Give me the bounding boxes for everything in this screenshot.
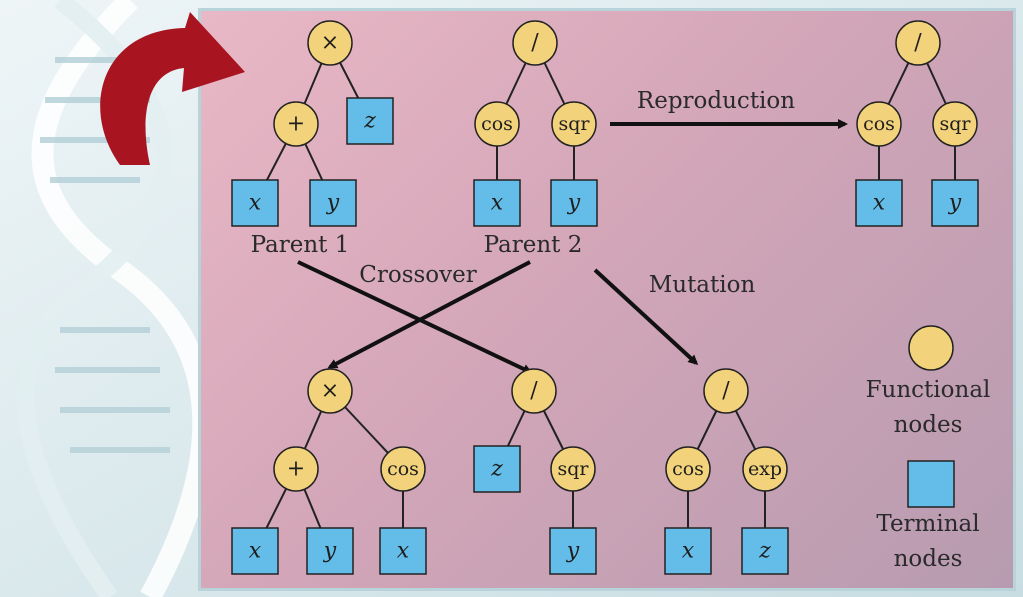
dna-rungs (40, 57, 170, 453)
p1-left-label: + (287, 112, 305, 137)
legend-terminal-label-2: nodes (894, 546, 963, 572)
co1-right-child-label: x (397, 539, 410, 564)
rep-left-child-label: x (873, 191, 886, 216)
legend-functional-label-1: Functional (866, 377, 991, 403)
p2-left-child-label: x (491, 191, 504, 216)
co1-left-left-label: x (249, 539, 262, 564)
rep-right-label: sqr (940, 113, 972, 135)
p1-right-label: z (363, 109, 376, 134)
operation-arrows (297, 119, 848, 374)
rep-root-label: / (914, 31, 922, 56)
mut-left-child-label: x (682, 539, 695, 564)
co1-left-right-label: y (323, 539, 337, 564)
legend-terminal-label-1: Terminal (876, 511, 979, 537)
co1-left-label: + (287, 457, 305, 482)
parent2-label: Parent 2 (484, 232, 583, 258)
p1-left-left-label: x (249, 191, 262, 216)
co1-root-label: × (321, 379, 339, 404)
crossover-label: Crossover (359, 262, 477, 288)
mut-right-label: exp (748, 458, 782, 480)
p1-left-right-label: y (326, 191, 340, 216)
legend-functional-circle (908, 325, 954, 371)
p2-left-label: cos (481, 113, 513, 135)
p2-right-label: sqr (559, 113, 591, 135)
terminal-node-shapes (231, 97, 979, 575)
mutation-arrow (593, 268, 699, 366)
legend-functional-label-2: nodes (894, 412, 963, 438)
rep-right-child-label: y (948, 191, 962, 216)
legend-terminal-square (907, 460, 955, 508)
mut-right-child-label: z (758, 539, 771, 564)
reproduction-label: Reproduction (637, 88, 795, 114)
co2-left-label: z (490, 457, 503, 482)
rep-left-label: cos (863, 113, 895, 135)
crossover-arrow-a (297, 260, 533, 374)
dna-curved-arrow (100, 12, 245, 165)
co2-right-label: sqr (558, 458, 590, 480)
p2-right-child-label: y (567, 191, 581, 216)
co1-right-label: cos (387, 458, 419, 480)
co2-root-label: / (530, 379, 538, 404)
p2-root-label: / (531, 31, 539, 56)
mutation-label: Mutation (649, 272, 756, 298)
mut-left-label: cos (672, 458, 704, 480)
crossover-arrow-b (327, 260, 531, 369)
p1-root-label: × (321, 31, 339, 56)
parent1-label: Parent 1 (251, 232, 350, 258)
mut-root-label: / (722, 379, 730, 404)
functional-node-shapes (273, 20, 978, 492)
co2-right-child-label: y (566, 539, 580, 564)
